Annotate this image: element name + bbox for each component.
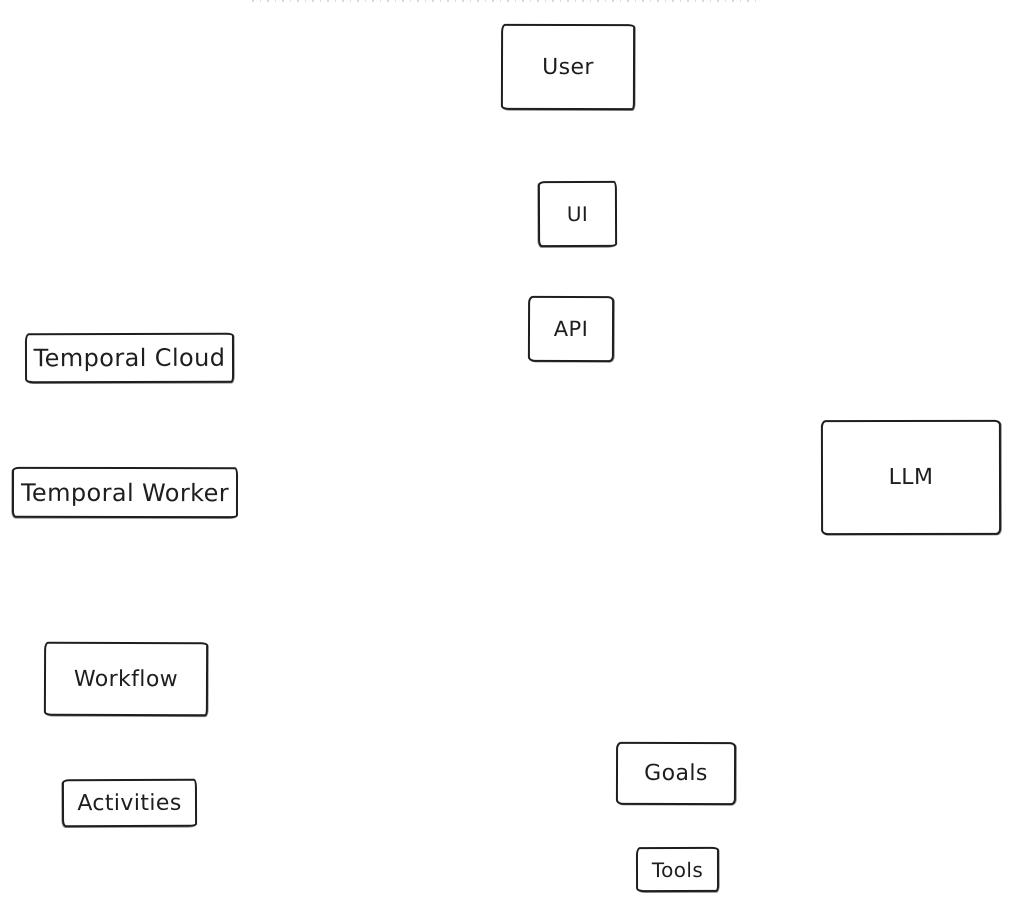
node-api[interactable]: API [527, 295, 615, 363]
node-temporal-worker-label: Temporal Worker [20, 478, 230, 507]
node-tools[interactable]: Tools [635, 846, 720, 893]
node-activities[interactable]: Activities [61, 778, 198, 828]
node-temporal-worker[interactable]: Temporal Worker [11, 466, 239, 519]
node-activities-label: Activities [77, 790, 182, 816]
node-temporal-cloud-label: Temporal Cloud [33, 343, 226, 373]
node-ui[interactable]: UI [537, 180, 618, 248]
node-llm-label: LLM [888, 464, 934, 491]
node-goals-label: Goals [644, 760, 708, 787]
node-workflow-label: Workflow [73, 666, 179, 692]
node-goals[interactable]: Goals [615, 741, 737, 806]
node-api-label: API [553, 316, 589, 342]
node-user[interactable]: User [500, 23, 636, 111]
node-llm[interactable]: LLM [820, 419, 1002, 536]
node-user-label: User [542, 54, 594, 80]
node-ui-label: UI [566, 201, 589, 227]
node-workflow[interactable]: Workflow [43, 641, 209, 717]
node-temporal-cloud[interactable]: Temporal Cloud [24, 332, 235, 384]
clipped-caption-remnant [252, 0, 760, 4]
node-tools-label: Tools [651, 857, 704, 882]
